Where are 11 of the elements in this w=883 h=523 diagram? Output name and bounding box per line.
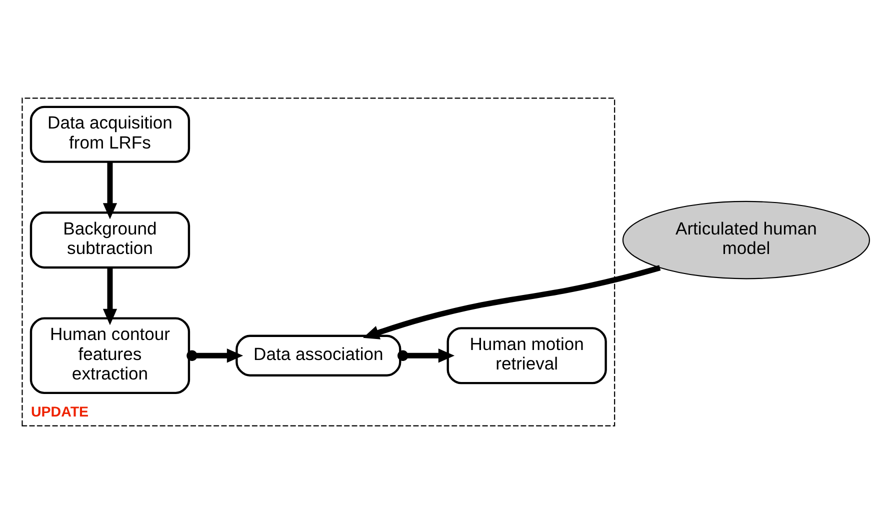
node-box: Data acquisition from LRFs xyxy=(30,105,190,162)
arrow xyxy=(397,348,455,362)
arrow xyxy=(102,162,118,219)
arrow xyxy=(102,267,118,325)
arrow xyxy=(186,348,244,362)
node-box: Human contour features extraction xyxy=(30,316,190,394)
node-box: Background subtraction xyxy=(30,211,190,268)
node-box: Data association xyxy=(236,334,402,376)
arrow xyxy=(362,264,661,339)
node-ellipse: Articulated human model xyxy=(622,200,870,279)
node-box: Human motion retrieval xyxy=(446,326,607,384)
